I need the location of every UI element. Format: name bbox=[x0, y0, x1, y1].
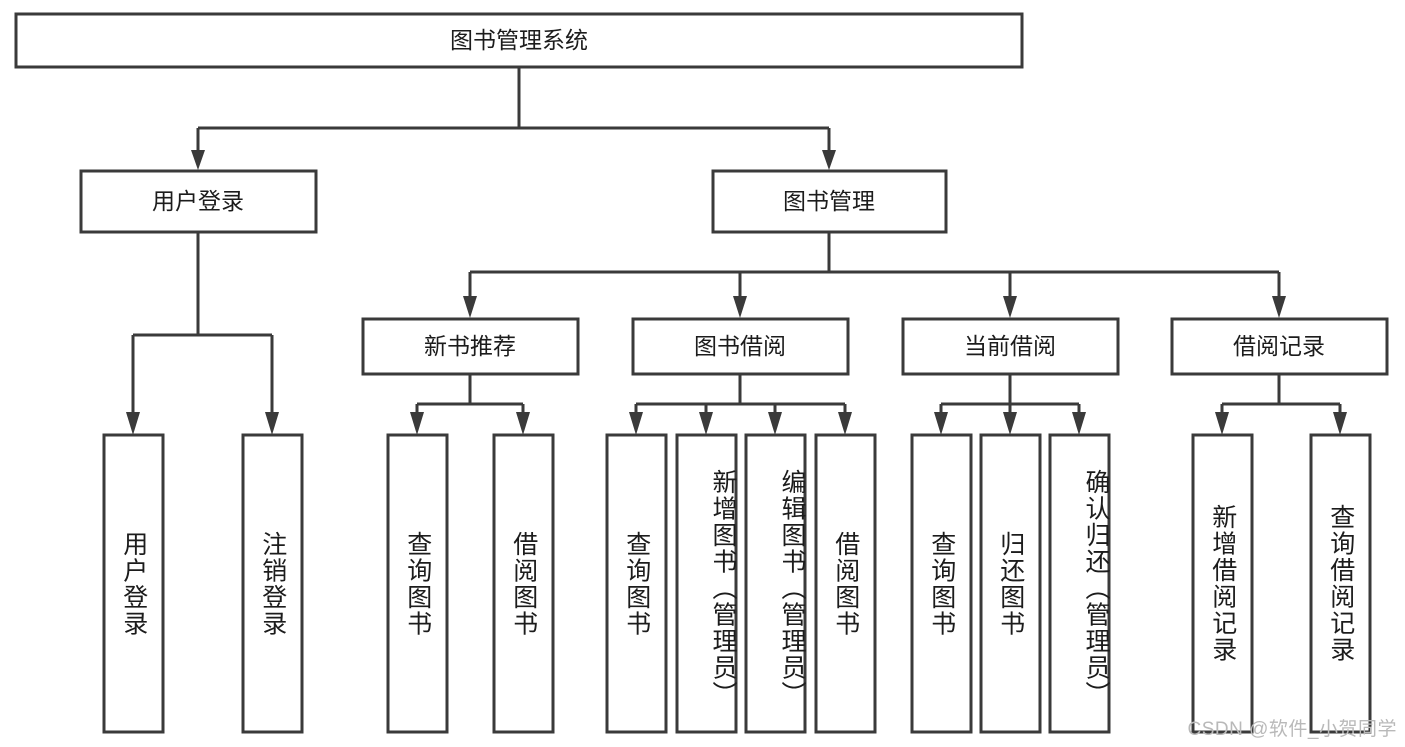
connector-bookborrow-to-leaves bbox=[629, 374, 852, 435]
connector-userlogin-to-leaves bbox=[126, 232, 279, 435]
leaf-box-borrow-book-2[interactable] bbox=[814, 433, 877, 734]
node-book-borrow-label: 图书借阅 bbox=[694, 333, 786, 359]
connector-newbook-to-leaves bbox=[410, 374, 530, 435]
node-root-label: 图书管理系统 bbox=[450, 27, 588, 53]
node-new-book-recommend[interactable]: 新书推荐 bbox=[361, 317, 580, 376]
node-new-book-recommend-label: 新书推荐 bbox=[424, 333, 516, 359]
leaf-box-return-book[interactable] bbox=[979, 433, 1042, 734]
leaf-box-query-book-3[interactable] bbox=[910, 433, 973, 734]
connector-bookmgmt-to-level3 bbox=[463, 232, 1286, 318]
leaf-box-query-book-2[interactable] bbox=[605, 433, 668, 734]
node-borrow-record-label: 借阅记录 bbox=[1233, 333, 1325, 359]
connector-borrowrecord-to-leaves bbox=[1215, 374, 1347, 435]
node-book-management-label: 图书管理 bbox=[783, 188, 875, 214]
leaf-box-add-book-admin[interactable] bbox=[675, 433, 738, 734]
leaf-box-add-borrow-record[interactable] bbox=[1191, 433, 1254, 734]
connector-root-to-level2 bbox=[191, 67, 836, 170]
leaf-boxes bbox=[102, 433, 1372, 734]
connector-currentborrow-to-leaves bbox=[934, 374, 1086, 435]
node-root[interactable]: 图书管理系统 bbox=[14, 12, 1024, 69]
node-book-borrow[interactable]: 图书借阅 bbox=[631, 317, 850, 376]
leaf-box-edit-book-admin[interactable] bbox=[744, 433, 807, 734]
leaf-box-logout-login[interactable] bbox=[241, 433, 304, 734]
leaf-box-confirm-return-admin[interactable] bbox=[1048, 433, 1111, 734]
node-current-borrow-label: 当前借阅 bbox=[964, 333, 1056, 359]
leaf-box-query-borrow-record[interactable] bbox=[1309, 433, 1372, 734]
leaf-box-query-book-1[interactable] bbox=[386, 433, 449, 734]
leaf-box-user-login[interactable] bbox=[102, 433, 165, 734]
node-user-login[interactable]: 用户登录 bbox=[79, 169, 318, 234]
node-borrow-record[interactable]: 借阅记录 bbox=[1170, 317, 1389, 376]
node-current-borrow[interactable]: 当前借阅 bbox=[901, 317, 1120, 376]
leaf-box-borrow-book-1[interactable] bbox=[492, 433, 555, 734]
node-book-management[interactable]: 图书管理 bbox=[711, 169, 948, 234]
node-user-login-label: 用户登录 bbox=[152, 188, 244, 214]
